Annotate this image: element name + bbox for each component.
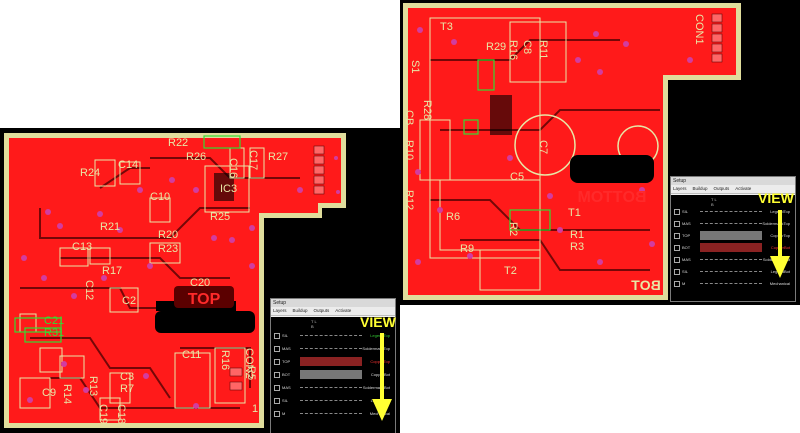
top-board-view: R22 R26 C16 C17 R27 R24 C14 IC3 C10 R25 … (0, 128, 400, 433)
designator-r13: R13 (87, 376, 99, 396)
designator-r27: R27 (268, 151, 288, 163)
column-header: T L B (311, 319, 317, 329)
designator-t1: T1 (568, 207, 581, 219)
designator-r28: R28 (421, 100, 433, 120)
designator-r26: R26 (186, 151, 206, 163)
designator-ic3: IC3 (220, 183, 237, 195)
window-menu: Layers Buildup Outputs Activate (671, 185, 795, 194)
menu-buildup[interactable]: Buildup (292, 308, 308, 313)
board-side-label-top: TOP (188, 291, 221, 308)
window-title: Setup (671, 177, 795, 185)
designator-s1: S1 (409, 60, 421, 73)
bottom-board-drawing: T3 CON1 R29 R16 R11 C8 CB R10 R28 R12 C7… (403, 3, 741, 300)
menu-outputs[interactable]: Outputs (713, 186, 730, 191)
menu-activate[interactable]: Activate (335, 308, 352, 313)
designator-c5: C5 (510, 171, 524, 183)
designator-r3: R3 (570, 241, 584, 253)
designator-r6: R6 (446, 211, 460, 223)
designator-r2: R2 (507, 222, 519, 236)
view-label-top: VIEW (360, 314, 396, 330)
designator-r17: R17 (102, 265, 122, 277)
designator-c2: C2 (122, 295, 136, 307)
designator-r12: R12 (403, 190, 415, 210)
designator-r25: R25 (210, 211, 230, 223)
designator-c8: C8 (521, 40, 533, 54)
designator-c7: C7 (537, 140, 549, 154)
designator-con1: CON1 (693, 14, 705, 45)
menu-layers[interactable]: Layers (273, 308, 287, 313)
designator-r7: R7 (120, 383, 134, 395)
layer-setup-window-bottom[interactable]: Setup Layers Buildup Outputs Activate T … (670, 176, 796, 302)
menu-outputs[interactable]: Outputs (313, 308, 330, 313)
designator-r22: R22 (168, 137, 188, 149)
designator-c10: C10 (150, 191, 170, 203)
designator-r5: R5 (245, 366, 257, 380)
designator-r24: R24 (80, 167, 100, 179)
menu-layers[interactable]: Layers (673, 186, 687, 191)
designator-r20: R20 (158, 229, 178, 241)
designator-c12: C12 (83, 280, 95, 300)
bot-corner-label: BOT (631, 277, 661, 293)
designator-r9: R9 (460, 243, 474, 255)
designator-c17: C17 (247, 150, 259, 170)
designator-r14: R14 (61, 384, 73, 404)
designator-r21: R21 (100, 221, 120, 233)
designator-con2: CON2 (243, 348, 255, 379)
designator-pin1: 1 (252, 403, 258, 415)
designator-c19: C19 (97, 404, 109, 424)
view-label-bottom: VIEW (758, 190, 794, 206)
designator-c18: C18 (115, 404, 127, 424)
layer-setup-window[interactable]: Setup Layers Buildup Outputs Activate T … (270, 298, 396, 433)
designator-r23: R23 (158, 243, 178, 255)
designator-c3: C3 (120, 371, 134, 383)
designator-r16-bot: R16 (507, 40, 519, 60)
designator-r16: R16 (219, 350, 231, 370)
board-side-label-bottom: BOTTOM (577, 189, 646, 206)
designator-r31: R31 (44, 327, 64, 339)
designator-r11: R11 (537, 40, 549, 59)
designator-c21: C21 (44, 315, 64, 327)
designator-r29: R29 (486, 41, 506, 53)
column-header: T L B (711, 197, 717, 207)
designator-t2: T2 (504, 265, 517, 277)
top-board-drawing: R22 R26 C16 C17 R27 R24 C14 IC3 C10 R25 … (4, 133, 346, 428)
designator-cb: CB (403, 110, 415, 125)
view-arrow-icon (770, 210, 790, 278)
designator-r10: R10 (403, 140, 415, 160)
designator-c16: C16 (227, 158, 239, 178)
designator-c14: C14 (118, 159, 138, 171)
designator-c13: C13 (72, 241, 92, 253)
designator-c9: C9 (42, 387, 56, 399)
bottom-board-view: T3 CON1 R29 R16 R11 C8 CB R10 R28 R12 C7… (400, 0, 800, 305)
view-arrow-icon (372, 333, 392, 421)
menu-buildup[interactable]: Buildup (692, 186, 708, 191)
menu-activate[interactable]: Activate (735, 186, 752, 191)
window-menu: Layers Buildup Outputs Activate (271, 307, 395, 316)
window-title: Setup (271, 299, 395, 307)
designator-r1: R1 (570, 229, 584, 241)
designator-c11: C11 (182, 349, 201, 361)
designator-t3: T3 (440, 21, 453, 33)
